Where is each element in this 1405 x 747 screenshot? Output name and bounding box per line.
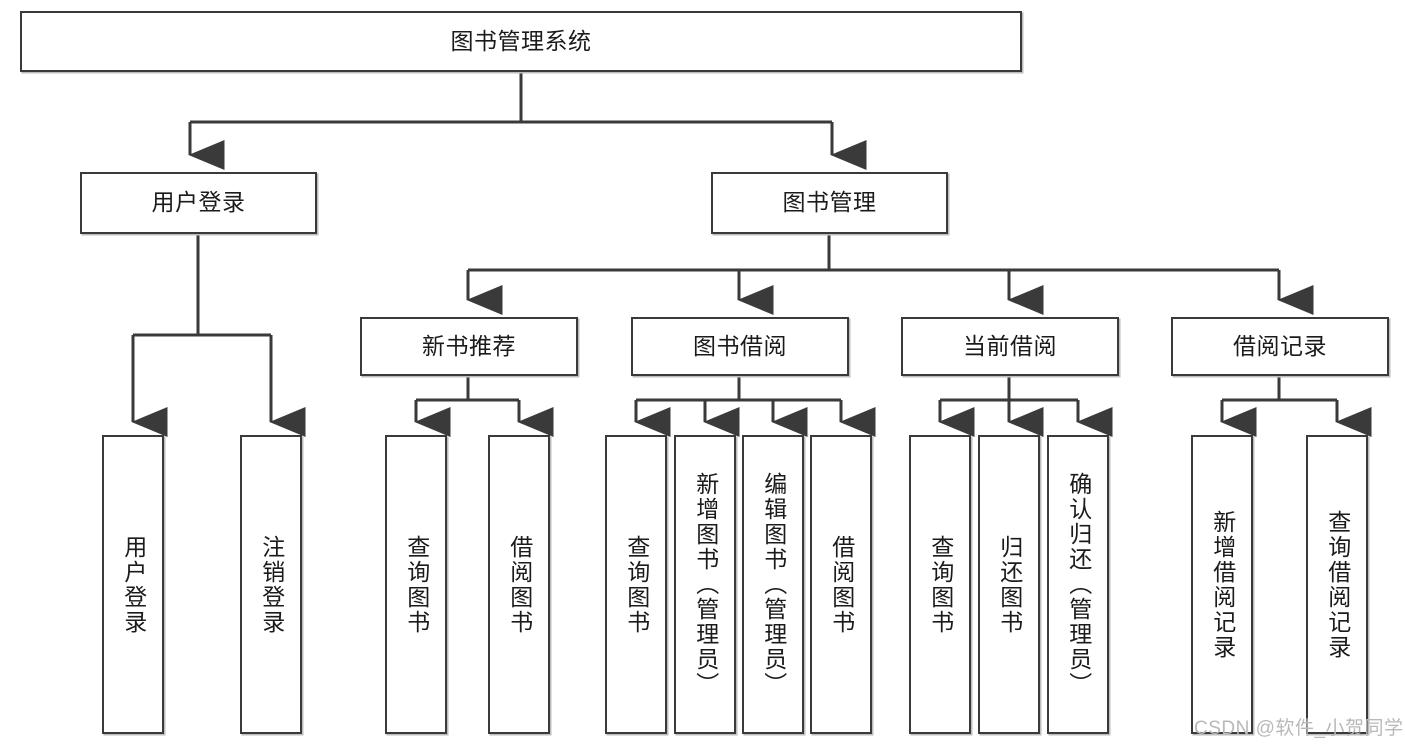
leaf-borrow-query-book[interactable]: 查询图书	[605, 435, 667, 734]
leaf-record-query-record[interactable]: 查询借阅记录	[1306, 435, 1368, 734]
leaf-label: 用户登录	[120, 534, 147, 635]
leaf-current-return-book[interactable]: 归还图书	[978, 435, 1040, 734]
node-root-label: 图书管理系统	[450, 27, 592, 54]
node-user-login-label: 用户登录	[151, 189, 246, 216]
leaf-recommend-borrow-book[interactable]: 借阅图书	[488, 435, 550, 734]
node-current-borrow-label: 当前借阅	[963, 332, 1057, 359]
node-current-borrow[interactable]: 当前借阅	[901, 317, 1119, 376]
node-book-borrow[interactable]: 图书借阅	[631, 317, 849, 376]
leaf-borrow-edit-book-admin[interactable]: 编辑图书（管理员）	[742, 435, 804, 734]
node-book-borrow-label: 图书借阅	[693, 332, 787, 359]
leaf-borrow-borrow-book[interactable]: 借阅图书	[810, 435, 872, 734]
node-new-book-recommend-label: 新书推荐	[422, 332, 516, 359]
leaf-label: 新增借阅记录	[1209, 509, 1236, 660]
leaf-borrow-add-book-admin[interactable]: 新增图书（管理员）	[674, 435, 736, 734]
node-borrow-record[interactable]: 借阅记录	[1171, 317, 1389, 376]
leaf-recommend-query-book[interactable]: 查询图书	[385, 435, 447, 734]
node-borrow-record-label: 借阅记录	[1233, 332, 1327, 359]
leaf-record-add-record[interactable]: 新增借阅记录	[1191, 435, 1253, 734]
leaf-label: 归还图书	[996, 534, 1023, 635]
node-book-management[interactable]: 图书管理	[711, 172, 948, 234]
leaf-label: 借阅图书	[828, 534, 855, 635]
node-new-book-recommend[interactable]: 新书推荐	[360, 317, 578, 376]
leaf-label: 编辑图书（管理员）	[760, 472, 787, 697]
leaf-label: 查询借阅记录	[1324, 509, 1351, 660]
node-root[interactable]: 图书管理系统	[20, 11, 1022, 72]
node-book-management-label: 图书管理	[782, 189, 877, 216]
leaf-label: 确认归还（管理员）	[1065, 472, 1092, 697]
leaf-current-query-book[interactable]: 查询图书	[909, 435, 971, 734]
leaf-label: 查询图书	[403, 534, 430, 635]
leaf-current-confirm-return-admin[interactable]: 确认归还（管理员）	[1047, 435, 1109, 734]
leaf-label: 新增图书（管理员）	[692, 472, 719, 697]
leaf-label: 借阅图书	[506, 534, 533, 635]
leaf-user-login-logout[interactable]: 注销登录	[240, 435, 302, 734]
leaf-label: 查询图书	[623, 534, 650, 635]
leaf-label: 查询图书	[927, 534, 954, 635]
leaf-label: 注销登录	[258, 534, 285, 635]
csdn-watermark: CSDN @软件_小贺同学	[1194, 718, 1404, 739]
node-user-login[interactable]: 用户登录	[80, 172, 317, 234]
leaf-user-login-login[interactable]: 用户登录	[102, 435, 164, 734]
